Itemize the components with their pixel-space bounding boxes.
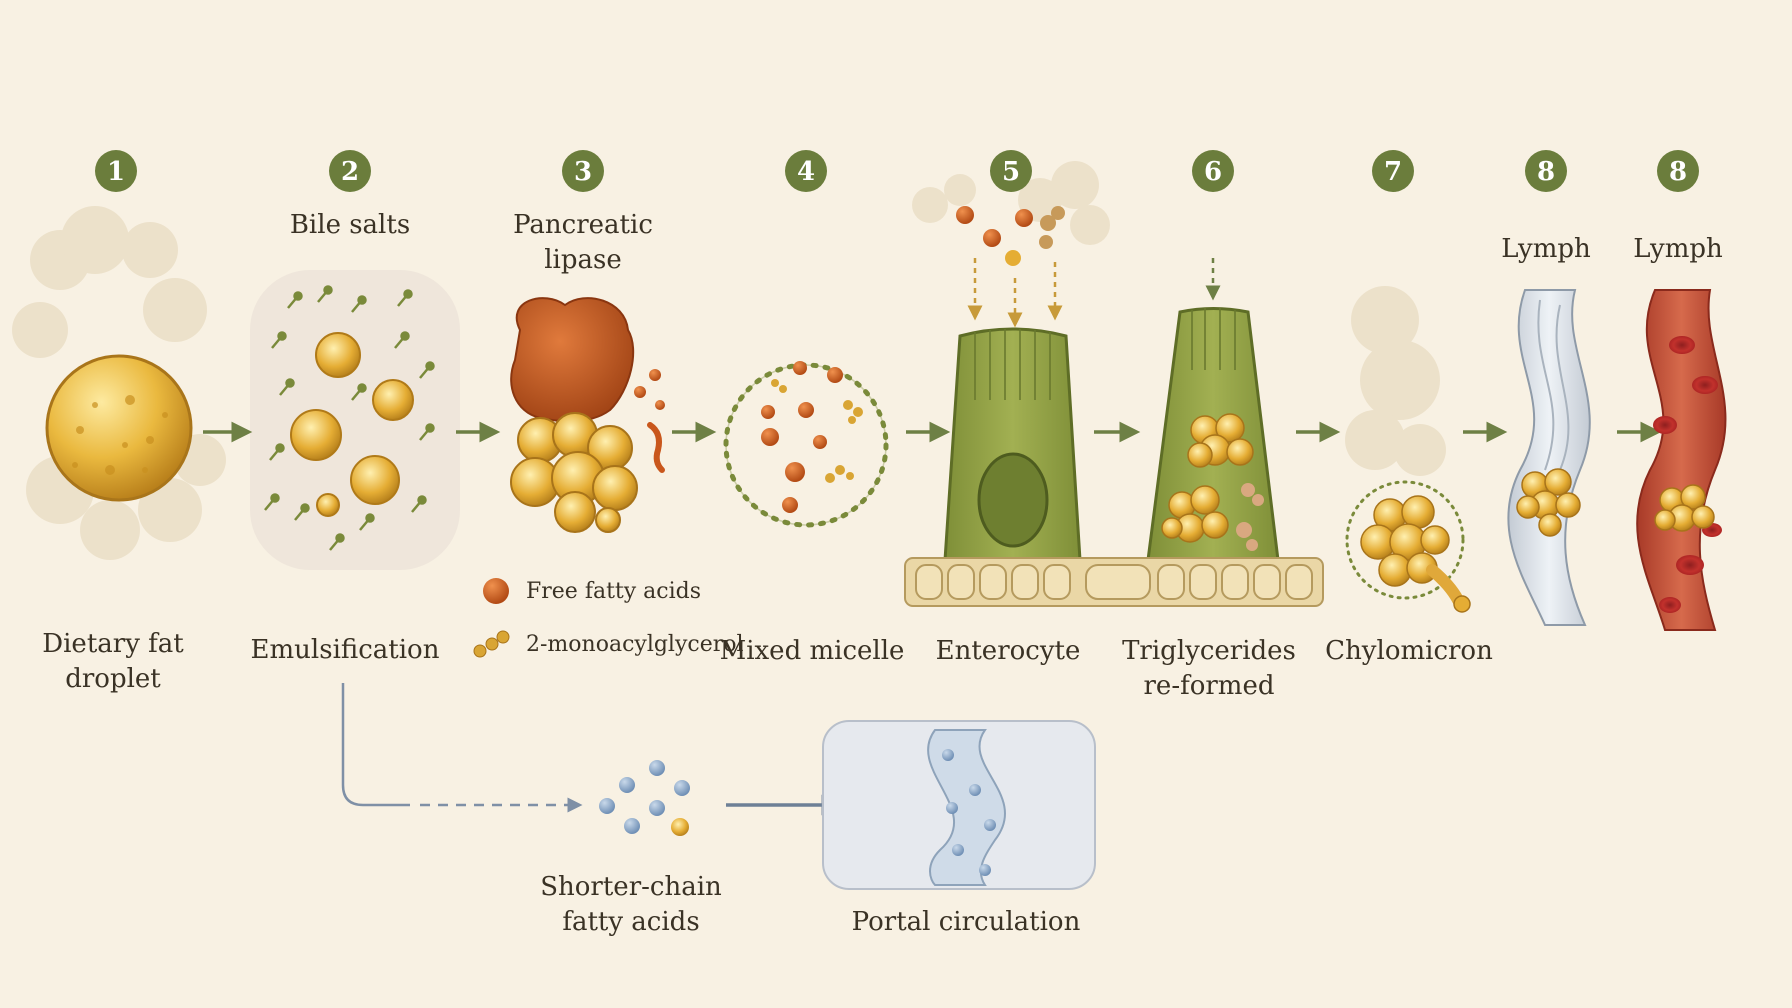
step-2-top-label: Bile salts [289, 210, 411, 240]
step-badge-8b: 8 [1657, 150, 1699, 192]
released-fatty-acids [634, 369, 665, 473]
step-4-bottom-label: Mixed micelle [719, 636, 905, 666]
step-badge-2: 2 [329, 150, 371, 192]
step-number-8a: 8 [1537, 157, 1555, 187]
enterocyte-cell [943, 206, 1082, 562]
fat-droplet [45, 354, 193, 502]
legend-icons [473, 578, 510, 658]
lymph-vessel [1507, 289, 1591, 626]
portal-circulation-label: Portal circulation [851, 907, 1081, 937]
step-8b-top-label: Lymph [1633, 234, 1723, 264]
bile-salt-molecules [264, 285, 435, 551]
chylomicron-particle [1345, 480, 1471, 613]
blood-vessel [1636, 289, 1727, 631]
free-fatty-acid-icon [483, 578, 509, 604]
step-badge-7: 7 [1372, 150, 1414, 192]
triglyceride-reforming-cell [1146, 258, 1280, 562]
legend-monoacylglycerol-label: 2-monoacylglycerol [526, 632, 744, 657]
shorter-chain-fatty-acids-label: Shorter-chain fatty acids [540, 872, 722, 937]
mixed-micelle [723, 361, 889, 528]
step-1-bottom-label: Dietary fat droplet [42, 629, 184, 694]
step-number-2: 2 [341, 157, 359, 187]
monoacylglycerol-icon [473, 630, 510, 658]
step-number-3: 3 [574, 157, 592, 187]
emulsion-haze [250, 270, 460, 570]
step-badge-1: 1 [95, 150, 137, 192]
step-number-5: 5 [1002, 157, 1020, 187]
step-3-top-label: Pancreatic lipase [513, 210, 653, 275]
step-number-7: 7 [1384, 157, 1402, 187]
step-number-1: 1 [107, 157, 125, 187]
step-badge-4: 4 [785, 150, 827, 192]
step-badge-5: 5 [990, 150, 1032, 192]
step-badges: 1 2 3 4 5 6 7 8 8 [95, 150, 1699, 192]
step-badge-3: 3 [562, 150, 604, 192]
step-number-8b: 8 [1669, 157, 1687, 187]
step-2-bottom-label: Emulsification [250, 635, 440, 665]
intestinal-epithelium [904, 557, 1324, 607]
step-7-bottom-label: Chylomicron [1325, 636, 1493, 666]
step-badge-8a: 8 [1525, 150, 1567, 192]
shorter-chain-fatty-acid-molecules [599, 760, 690, 834]
fat-globule-cluster [510, 412, 638, 533]
step-badge-6: 6 [1192, 150, 1234, 192]
pancreatic-lipase-enzyme [510, 297, 635, 423]
side-path [341, 683, 1096, 890]
step-5-bottom-label: Enterocyte [935, 636, 1081, 666]
emulsified-droplets [290, 332, 414, 517]
step-number-6: 6 [1204, 157, 1222, 187]
step-8a-top-label: Lymph [1501, 234, 1591, 264]
step-6-bottom-label: Triglycerides re-formed [1122, 636, 1296, 701]
legend-free-fatty-acids-label: Free fatty acids [526, 579, 702, 604]
step-number-4: 4 [797, 157, 815, 187]
